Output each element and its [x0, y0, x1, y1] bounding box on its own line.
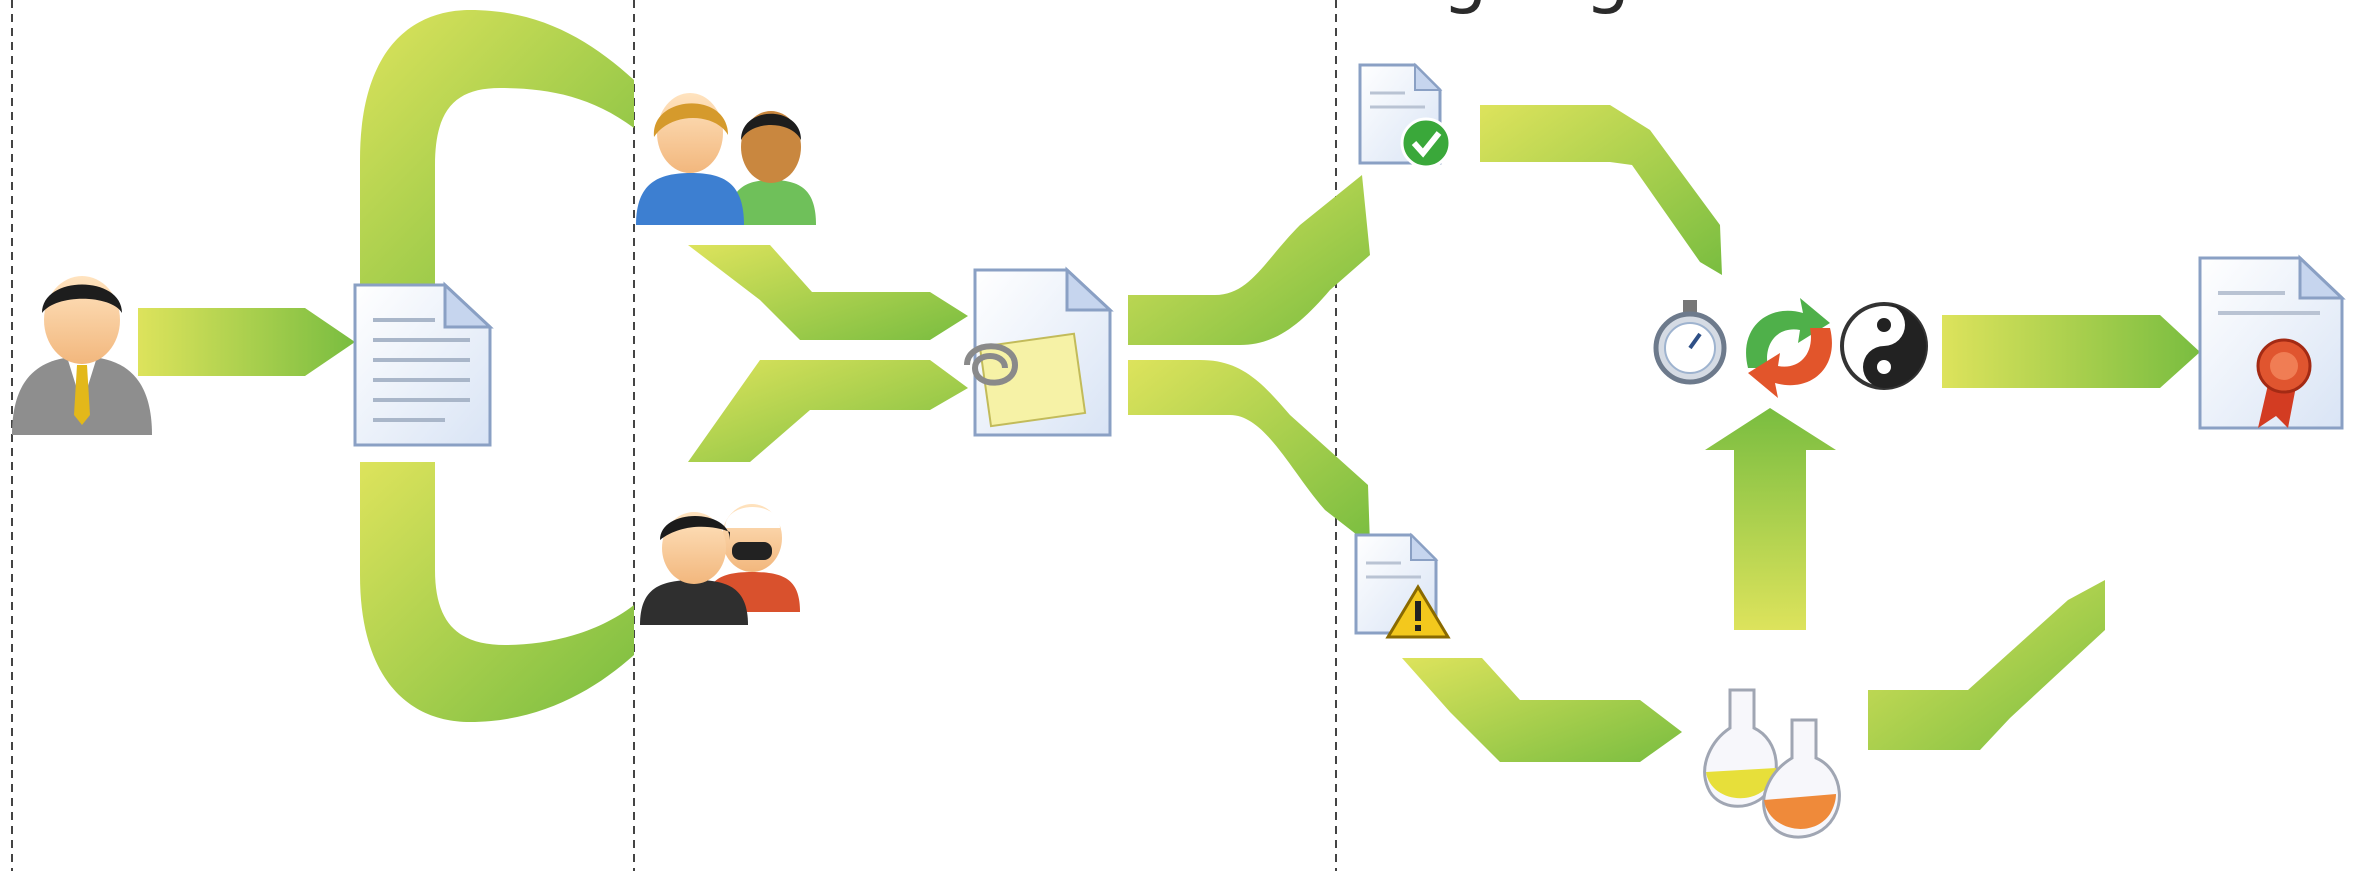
reviewers-group-icon	[636, 93, 816, 225]
refresh-cycle-icon	[1746, 298, 1832, 398]
yin-yang-icon	[1840, 302, 1928, 390]
dividers	[11, 0, 1337, 871]
arrow-split-down	[1128, 360, 1370, 545]
arrow-warning-to-flasks	[1402, 658, 1682, 762]
approved-document-icon	[1358, 62, 1452, 169]
lab-flasks-icon	[1703, 688, 1841, 839]
flow-arrows	[138, 10, 2200, 762]
masked-strangers-icon	[640, 504, 800, 625]
arrow-approved-to-process	[1480, 105, 1722, 275]
arrow-person-to-document	[138, 308, 355, 376]
arrow-process-to-certificate	[1942, 315, 2200, 388]
arrow-flasks-back	[1868, 580, 2105, 750]
bracket-top-band	[360, 10, 634, 290]
arrow-reviewers-merge	[688, 245, 968, 340]
bracket-bottom-band	[360, 462, 634, 722]
arrow-strangers-merge	[688, 360, 968, 462]
arrow-up-into-process	[1705, 408, 1836, 630]
attached-note-document-icon	[964, 266, 1114, 437]
caption-text: Might grow for incubator.	[1360, 0, 2265, 10]
warning-document-icon	[1354, 532, 1451, 639]
stopwatch-icon	[1653, 300, 1727, 385]
arrow-split-up	[1128, 175, 1370, 345]
submitter-person-icon	[12, 276, 152, 435]
proposal-document-icon	[353, 281, 494, 447]
certificate-award-icon	[2198, 254, 2346, 430]
